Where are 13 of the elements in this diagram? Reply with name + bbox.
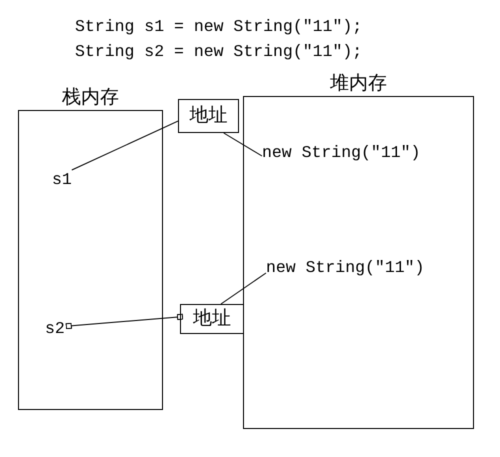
connector-line	[71, 120, 178, 170]
panel-title: 栈内存	[62, 86, 119, 110]
address-box: 地址	[178, 99, 239, 133]
variable-label: s1	[52, 170, 72, 190]
connector-line	[223, 132, 262, 156]
variable-label: s2	[45, 319, 65, 339]
code-line: String s2 = new String(″11″);	[75, 42, 362, 62]
expression-label: new String(″11″)	[266, 258, 424, 278]
connector-line	[220, 272, 266, 304]
code-line: String s1 = new String(″11″);	[75, 17, 362, 37]
address-box: 地址	[180, 304, 244, 334]
expression-label: new String(″11″)	[262, 143, 420, 163]
panel-title: 堆内存	[330, 72, 387, 96]
